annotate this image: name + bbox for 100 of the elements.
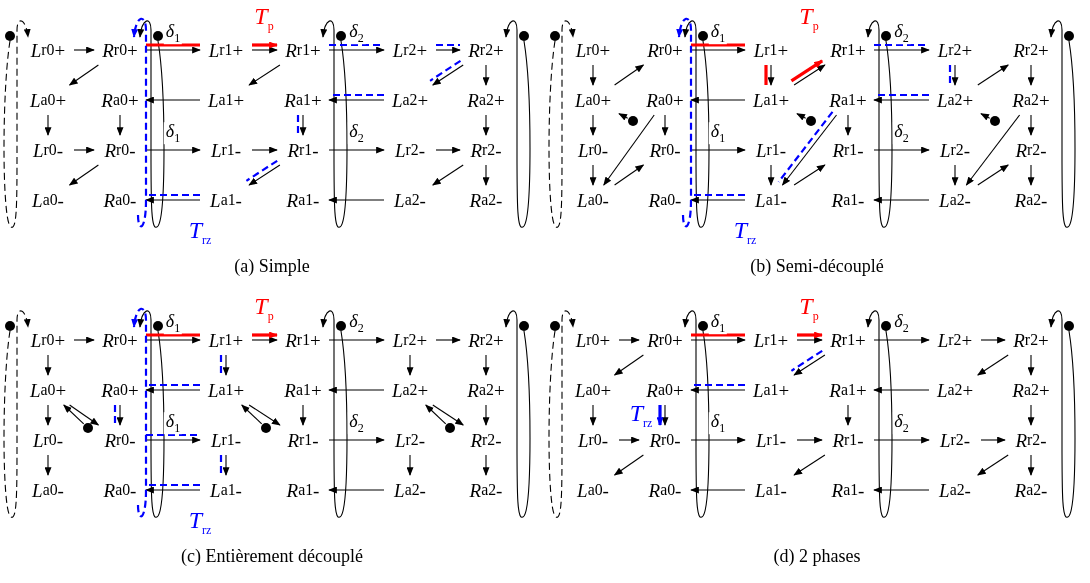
arrow — [248, 164, 281, 186]
arrow — [980, 436, 1006, 444]
arrow — [796, 113, 807, 121]
arrow — [432, 64, 464, 86]
junction-dot — [881, 31, 891, 41]
loop-arrow — [137, 310, 165, 518]
arrow — [873, 196, 930, 204]
arrow — [145, 146, 201, 154]
arrow — [690, 146, 746, 154]
arrow — [222, 454, 230, 476]
arrow — [977, 354, 1009, 376]
arrow — [145, 96, 201, 104]
arrow — [589, 114, 597, 136]
path-label: T$_{rz}$ — [733, 218, 757, 246]
arrow — [482, 114, 490, 136]
loop-arrow — [1048, 20, 1076, 228]
arrow — [873, 46, 930, 54]
arrow — [977, 454, 1009, 476]
path-label: T$_{rz}$ — [629, 401, 653, 429]
junction-dot — [628, 116, 638, 126]
edge-label: δ$_{2}$ — [892, 412, 911, 434]
arrow — [248, 404, 281, 426]
junction-dot — [153, 31, 163, 41]
arrow — [482, 64, 490, 86]
arrow — [432, 164, 464, 186]
arrow — [435, 46, 461, 54]
arrow — [241, 404, 263, 425]
edge-label: δ$_{2}$ — [347, 312, 366, 334]
arrow — [482, 404, 490, 426]
loop-arrow — [1048, 310, 1076, 518]
arrow — [44, 354, 52, 376]
junction-dot — [881, 321, 891, 331]
junction-dot — [698, 321, 708, 331]
junction-dot — [5, 321, 15, 331]
arrow — [790, 59, 824, 83]
loop-arrow — [320, 310, 348, 518]
connector-line — [219, 455, 223, 475]
arrow — [145, 386, 201, 394]
arrow — [793, 64, 826, 86]
arrow — [613, 354, 644, 376]
arrow — [977, 164, 1009, 186]
loop-arrow — [548, 310, 576, 518]
connector-line — [146, 43, 200, 47]
junction-dot — [990, 116, 1000, 126]
arrow — [328, 336, 385, 344]
arrow — [432, 404, 464, 426]
arrow — [482, 354, 490, 376]
junction-dot — [261, 423, 271, 433]
path-label: T$_{p}$ — [254, 294, 274, 322]
connector-line — [146, 483, 200, 487]
arrow — [252, 41, 278, 49]
edge-label: δ$_{2}$ — [347, 22, 366, 44]
arrow — [251, 46, 278, 54]
loop-arrow — [137, 20, 165, 228]
junction-dot — [336, 321, 346, 331]
arrow — [145, 336, 201, 344]
connector-line — [790, 349, 823, 372]
caption: (b) Semi-découplé — [750, 257, 884, 275]
arrow — [328, 486, 385, 494]
arrow — [690, 46, 746, 54]
junction-dot — [336, 31, 346, 41]
caption: (a) Simple — [234, 257, 310, 275]
junction-dot — [698, 31, 708, 41]
junction-dot — [153, 321, 163, 331]
arrow — [980, 336, 1006, 344]
connector-line — [764, 65, 768, 85]
arrow — [145, 486, 201, 494]
edge-label: δ$_{1}$ — [708, 22, 728, 44]
edge-label: δ$_{1}$ — [708, 312, 728, 334]
loop-arrow — [676, 17, 693, 228]
loop-arrow — [3, 310, 31, 518]
arrow — [1027, 454, 1035, 476]
arrow — [690, 436, 746, 444]
arrow — [435, 336, 461, 344]
arrow — [980, 113, 991, 121]
arrow — [145, 46, 201, 54]
arrow — [328, 46, 385, 54]
loop-arrow — [548, 20, 576, 228]
connector-line — [113, 405, 117, 425]
arrow — [873, 486, 930, 494]
arrow — [656, 405, 664, 426]
arrow — [435, 146, 461, 154]
arrow — [796, 336, 823, 344]
arrow — [145, 436, 201, 444]
path-label: T$_{rz}$ — [188, 508, 212, 536]
arrow — [73, 336, 95, 344]
arrow — [589, 404, 597, 426]
connector-line — [429, 59, 462, 82]
arrow — [661, 114, 669, 136]
arrow — [767, 64, 775, 86]
connector-line — [146, 383, 200, 387]
connector-line — [691, 333, 745, 337]
connector-line — [219, 355, 223, 375]
arrow — [328, 386, 385, 394]
connector-line — [146, 433, 200, 437]
loop-arrow — [3, 20, 31, 228]
arrow — [690, 336, 746, 344]
arrow — [328, 96, 385, 104]
arrow — [793, 164, 826, 186]
arrow — [328, 196, 385, 204]
